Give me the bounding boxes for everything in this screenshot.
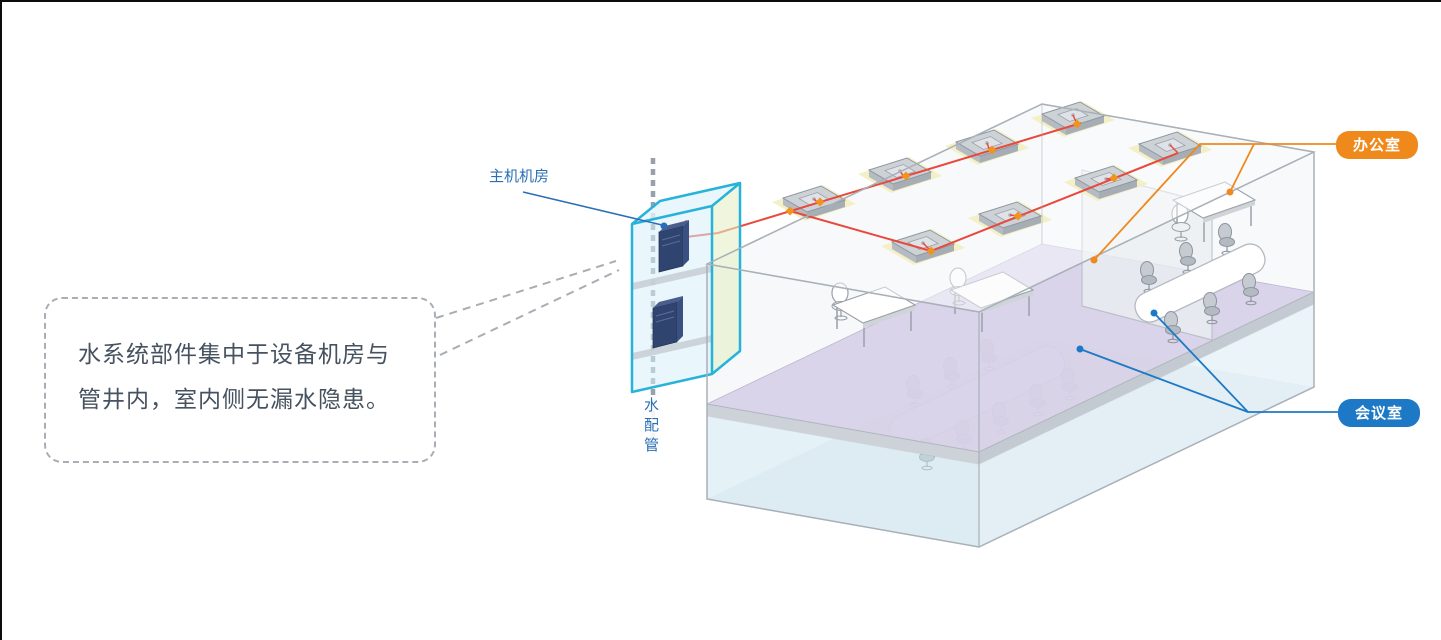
machine-room-label: 主机机房 <box>489 168 550 185</box>
slab-edge-left <box>707 404 979 464</box>
slab-edge-right <box>979 292 1314 464</box>
meeting-room-badge: 会议室 <box>1338 399 1421 427</box>
meeting-room-leader-dot <box>1076 345 1084 353</box>
meeting-room-leader-dot <box>1150 309 1158 317</box>
machine-room-leader <box>522 191 668 230</box>
office-badge: 办公室 <box>1336 131 1419 159</box>
callout-line-2: 管井内，室内侧无漏水隐患。 <box>78 386 390 412</box>
office-leader-dot <box>1226 188 1234 196</box>
callout-pointer-lines <box>435 260 620 356</box>
callout-bubble: 水系统部件集中于设备机房与 管井内，室内侧无漏水隐患。 <box>44 297 436 463</box>
machine-room-outline <box>630 181 742 394</box>
machine-room <box>630 181 742 394</box>
indoor-unit <box>658 220 689 273</box>
meeting-room-leader <box>1079 312 1338 413</box>
office-leader <box>1093 143 1336 261</box>
callout-line-1: 水系统部件集中于设备机房与 <box>78 341 390 367</box>
water-pipe-label: 水配管 <box>640 396 661 458</box>
office-furniture <box>831 181 1266 348</box>
office-leader-dot <box>1090 256 1098 264</box>
building-outline <box>706 103 1315 548</box>
indoor-unit <box>652 296 683 349</box>
